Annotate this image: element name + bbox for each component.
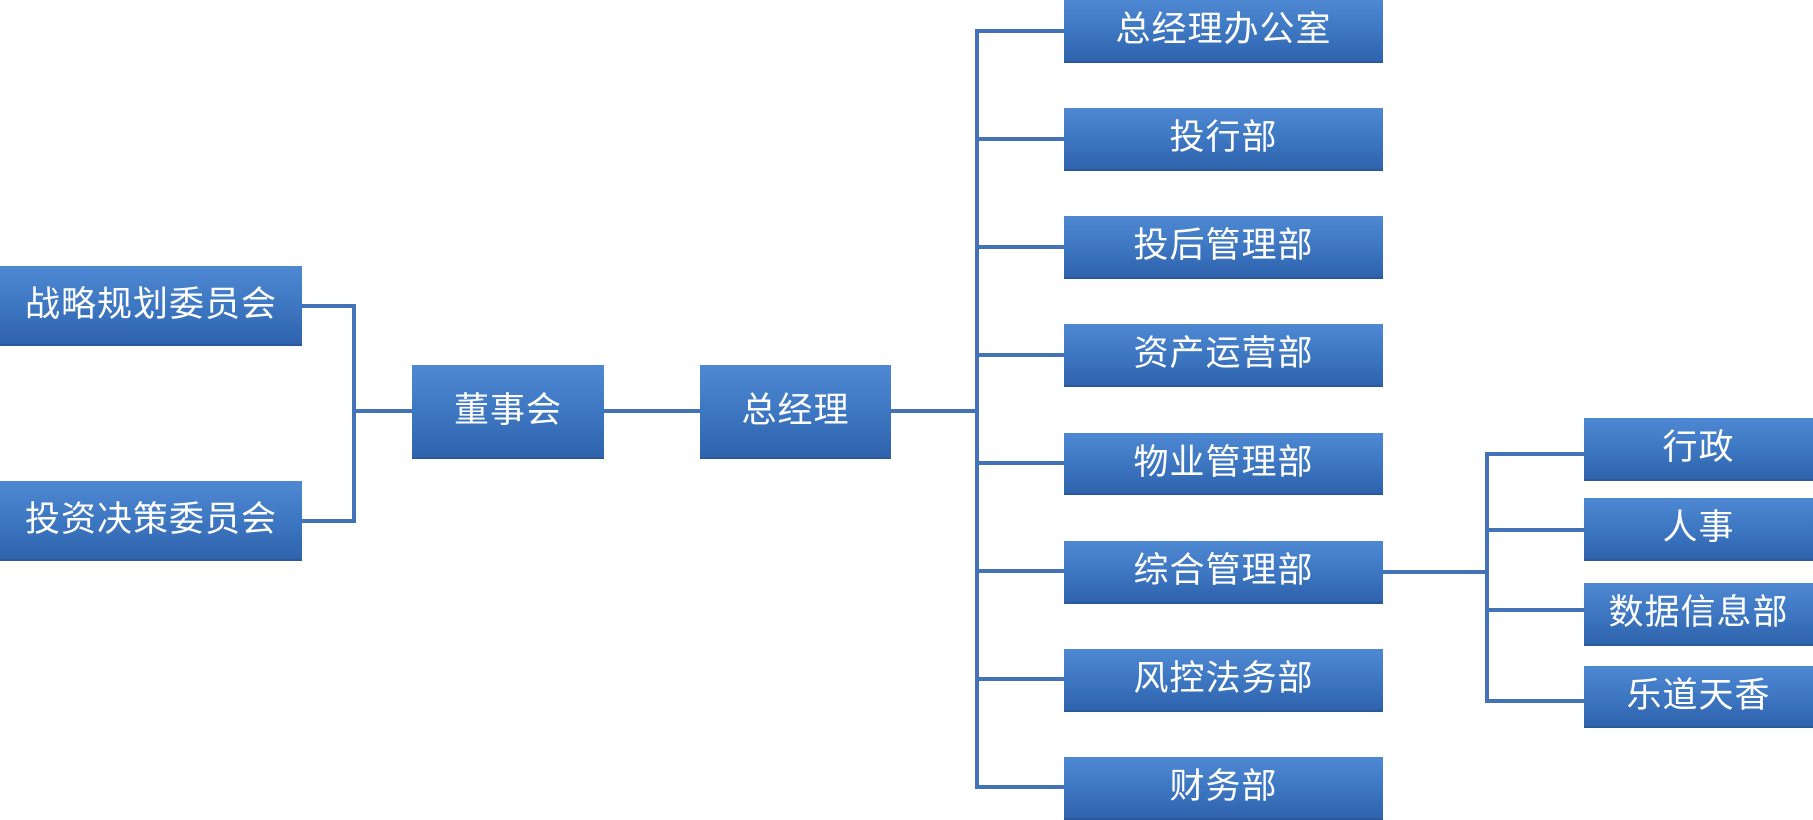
sub-unit-box: 人事 xyxy=(1584,498,1813,561)
investment-decision-committee-box: 投资决策委员会 xyxy=(0,481,302,561)
department-label: 财务部 xyxy=(1169,767,1278,807)
department-label: 投行部 xyxy=(1169,118,1278,158)
department-label: 总经理办公室 xyxy=(1115,10,1332,50)
department-box: 财务部 xyxy=(1064,757,1383,820)
general-manager-label: 总经理 xyxy=(741,390,850,431)
department-box: 资产运营部 xyxy=(1064,324,1383,387)
investment-decision-committee-label: 投资决策委员会 xyxy=(24,499,277,540)
board-of-directors-label: 董事会 xyxy=(453,390,562,431)
department-box: 投后管理部 xyxy=(1064,216,1383,279)
department-label: 风控法务部 xyxy=(1133,659,1314,699)
sub-unit-label: 乐道天香 xyxy=(1626,675,1771,716)
general-manager-box: 总经理 xyxy=(700,365,891,459)
sub-unit-label: 数据信息部 xyxy=(1608,593,1789,633)
sub-unit-box: 行政 xyxy=(1584,418,1813,481)
strategy-planning-committee-label: 战略规划委员会 xyxy=(24,284,277,325)
department-label: 物业管理部 xyxy=(1133,442,1314,483)
department-box: 总经理办公室 xyxy=(1064,0,1383,63)
sub-unit-box: 数据信息部 xyxy=(1584,583,1813,646)
department-box: 物业管理部 xyxy=(1064,433,1383,495)
department-label: 资产运营部 xyxy=(1133,334,1314,374)
department-label: 综合管理部 xyxy=(1133,551,1314,591)
department-box: 风控法务部 xyxy=(1064,649,1383,712)
sub-unit-label: 人事 xyxy=(1662,508,1735,548)
sub-unit-box: 乐道天香 xyxy=(1584,666,1813,728)
board-of-directors-box: 董事会 xyxy=(412,365,604,459)
department-box: 投行部 xyxy=(1064,108,1383,171)
department-label: 投后管理部 xyxy=(1133,226,1314,266)
strategy-planning-committee-box: 战略规划委员会 xyxy=(0,266,302,346)
sub-unit-label: 行政 xyxy=(1662,428,1735,468)
department-box: 综合管理部 xyxy=(1064,541,1383,604)
